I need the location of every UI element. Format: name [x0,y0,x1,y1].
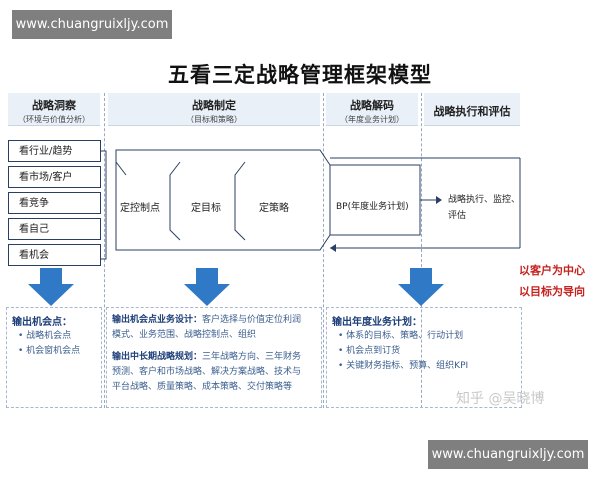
header-execution: 战略执行和评估 [424,93,520,126]
panel3-item-1-text: 体系的目标、策略、行动计划 [346,331,464,341]
panel2-line-1-rest: 客户选择与价值定位利润 [202,315,302,325]
panel1-item-1: • 战略机会点 [18,331,72,341]
diagram-title: 五看三定战略管理框架模型 [168,63,432,87]
panel3-item-1: • 体系的目标、策略、行动计划 [338,331,464,341]
panel2-line-5: 平台战略、质量策略、成本策略、交付策略等 [112,382,293,392]
panel3-title: 输出年度业务计划： [332,317,422,328]
exec-line-1: 战略执行、监控、 [448,195,521,205]
down-arrow-2 [184,268,230,306]
header-formulation: 战略制定 （目标和策略） [108,93,320,126]
header-decoding-subtitle: （年度业务计划） [340,115,404,124]
header-insight-title: 战略洞察 [32,99,76,112]
box-strategy: 定策略 [259,203,289,214]
box-target: 定目标 [191,203,221,214]
header-insight-subtitle: （环境与价值分析） [18,115,90,124]
exec-line-2: 评估 [448,211,467,221]
box-control-point: 定控制点 [120,203,160,214]
panel1-item-1-text: 战略机会点 [26,331,72,341]
chevron-1 [169,161,181,241]
watermark-bottom: www.chuangruixljy.com [428,440,588,469]
panel2-line-2: 模式、业务范围、战略控制点、组织 [112,330,257,340]
panel1-title: 输出机会点： [12,317,72,328]
panel-annual-plan [326,307,522,408]
look-box-market: 看市场/客户 [8,166,101,188]
red-note-target: 以目标为导向 [519,285,585,298]
bp-box-frame [329,164,421,236]
chevron-2 [234,161,246,241]
header-formulation-subtitle: （目标和策略） [186,115,242,124]
look-box-self: 看自己 [8,218,101,240]
separator-1 [104,93,105,408]
panel3-item-3-text: 关键财务指标、预算、组织KPI [346,361,469,371]
separator-2 [323,93,324,408]
panel3-item-2-text: 机会点到订货 [346,346,401,356]
panel2-line-1-bold: 输出机会点业务设计： [112,315,203,325]
look-box-industry: 看行业/趋势 [8,140,101,162]
panel1-item-2-text: 机会窗机会点 [26,346,81,356]
feedback-arrow-head [330,244,336,252]
bracket-line [101,150,107,260]
header-execution-title: 战略执行和评估 [433,105,511,118]
panel-business-design [106,307,322,408]
panel2-line-3: 输出中长期战略规划：三年战略方向、三年财务 [112,350,301,364]
separator-3 [421,93,422,408]
header-decoding-title: 战略解码 [350,99,394,112]
panel2-line-4: 预测、客户和市场战略、解决方案战略、技术与 [112,367,302,377]
panel3-item-3: • 关键财务指标、预算、组织KPI [338,361,469,371]
down-arrow-1 [28,268,74,306]
red-note-customer: 以客户为中心 [519,264,585,277]
look-box-competition: 看竞争 [8,192,101,214]
panel2-line-3-bold: 输出中长期战略规划： [112,352,203,362]
watermark-top: www.chuangruixljy.com [12,10,172,39]
down-arrow-3 [398,268,444,306]
panel1-item-2: • 机会窗机会点 [18,346,81,356]
header-formulation-title: 战略制定 [192,99,236,112]
header-decoding: 战略解码 （年度业务计划） [326,93,418,126]
panel2-line-3-rest: 三年战略方向、三年财务 [202,352,302,362]
look-box-opportunity: 看机会 [8,244,101,266]
panel2-line-1: 输出机会点业务设计：客户选择与价值定位利润 [112,313,301,327]
zhihu-watermark: 知乎 @吴晓博 [456,391,545,407]
panel-opportunity [6,307,102,408]
panel3-item-2: • 机会点到订货 [338,346,401,356]
header-insight: 战略洞察 （环境与价值分析） [8,93,100,126]
bp-box-label: BP(年度业务计划) [336,202,409,212]
arrow-right-head [436,196,442,204]
